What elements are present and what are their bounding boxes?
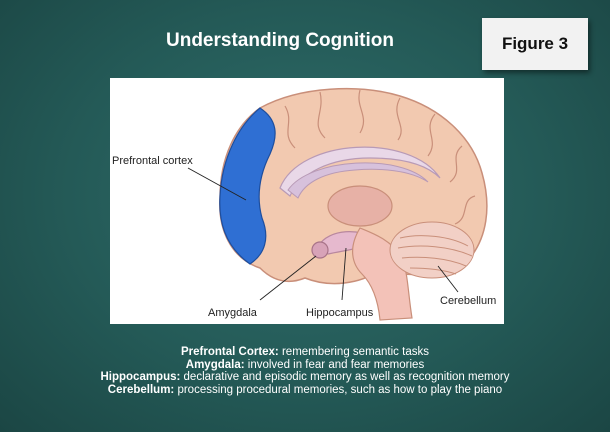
hippocampus-label: Hippocampus [306,307,374,319]
cerebellum-label: Cerebellum [440,295,496,307]
thalamus [328,186,392,226]
brain-diagram: Prefrontal cortex Amygdala Hippocampus C… [110,78,504,324]
cerebellum [390,222,474,278]
amygdala-label: Amygdala [208,307,258,319]
caption-line-amygdala: Amygdala: involved in fear and fear memo… [20,359,590,372]
prefrontal-cortex-label: Prefrontal cortex [112,155,193,167]
slide-title: Understanding Cognition [150,30,410,52]
caption-line-cerebellum: Cerebellum: processing procedural memori… [20,384,590,397]
figure-label: Figure 3 [482,18,588,70]
amygdala-shape [312,242,328,258]
caption: Prefrontal Cortex: remembering semantic … [20,346,590,396]
caption-line-prefrontal: Prefrontal Cortex: remembering semantic … [20,346,590,359]
caption-line-hippocampus: Hippocampus: declarative and episodic me… [20,371,590,384]
brain-illustration: Prefrontal cortex Amygdala Hippocampus C… [110,78,504,324]
